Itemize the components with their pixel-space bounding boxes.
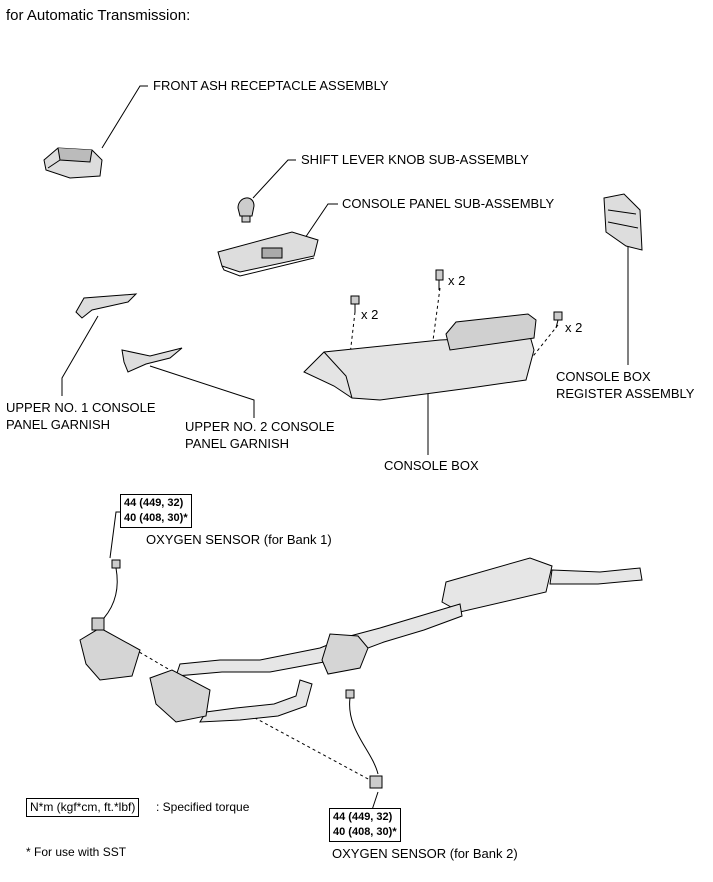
page-title: for Automatic Transmission: [6, 7, 191, 24]
label-qty-clip-right: x 2 [565, 320, 583, 335]
label-register-line2: REGISTER ASSEMBLY [556, 386, 695, 401]
torque-bank2-line2: 40 (408, 30)* [333, 826, 397, 838]
torque-box-bank2: 44 (449, 32) 40 (408, 30)* [329, 808, 401, 842]
legend-unit-desc: : Specified torque [156, 800, 250, 814]
torque-bank1-line2: 40 (408, 30)* [124, 512, 188, 524]
label-upper-no1-line1: UPPER NO. 1 CONSOLE [6, 400, 156, 415]
console-panel-part [217, 231, 319, 277]
label-upper-no2-line1: UPPER NO. 2 CONSOLE [185, 419, 335, 434]
exhaust-pipe-part [79, 557, 643, 723]
shift-knob-part [237, 197, 255, 223]
leader-front-ash [101, 85, 148, 149]
label-qty-clip-left: x 2 [361, 307, 379, 322]
leader-shift-knob [252, 159, 296, 199]
label-console-panel: CONSOLE PANEL SUB-ASSEMBLY [342, 196, 555, 211]
label-upper-no1-line2: PANEL GARNISH [6, 417, 111, 432]
leader-o2-bank2 [371, 791, 379, 811]
torque-bank1-line1: 44 (449, 32) [124, 497, 184, 509]
leader-upper1 [61, 315, 99, 396]
register-part [603, 193, 643, 251]
label-console-box: CONSOLE BOX [384, 458, 479, 473]
legend-sst-note: * For use with SST [26, 845, 127, 859]
label-shift-lever-knob: SHIFT LEVER KNOB SUB-ASSEMBLY [301, 152, 529, 167]
torque-box-bank1: 44 (449, 32) 40 (408, 30)* [120, 494, 192, 528]
upper-no2-garnish-part [121, 347, 183, 373]
label-register-line1: CONSOLE BOX [556, 369, 651, 384]
upper-no1-garnish-part [75, 293, 138, 319]
label-o2-bank2: OXYGEN SENSOR (for Bank 2) [332, 846, 518, 861]
oxygen-sensor-bank2-part [345, 689, 383, 789]
leader-console-panel [304, 203, 338, 239]
label-upper-no2-line2: PANEL GARNISH [185, 436, 290, 451]
label-o2-bank1: OXYGEN SENSOR (for Bank 1) [146, 532, 332, 547]
leader-upper2 [149, 365, 255, 418]
torque-bank2-line1: 44 (449, 32) [333, 811, 393, 823]
console-box-part [303, 313, 537, 401]
front-ash-receptacle-part [43, 147, 103, 179]
legend-unit-box: N*m (kgf*cm, ft.*lbf) [26, 798, 140, 817]
label-front-ash-receptacle: FRONT ASH RECEPTACLE ASSEMBLY [153, 78, 389, 93]
clip-fasteners [350, 269, 563, 329]
label-qty-clip-top: x 2 [448, 273, 466, 288]
oxygen-sensor-bank1-part [91, 559, 121, 631]
